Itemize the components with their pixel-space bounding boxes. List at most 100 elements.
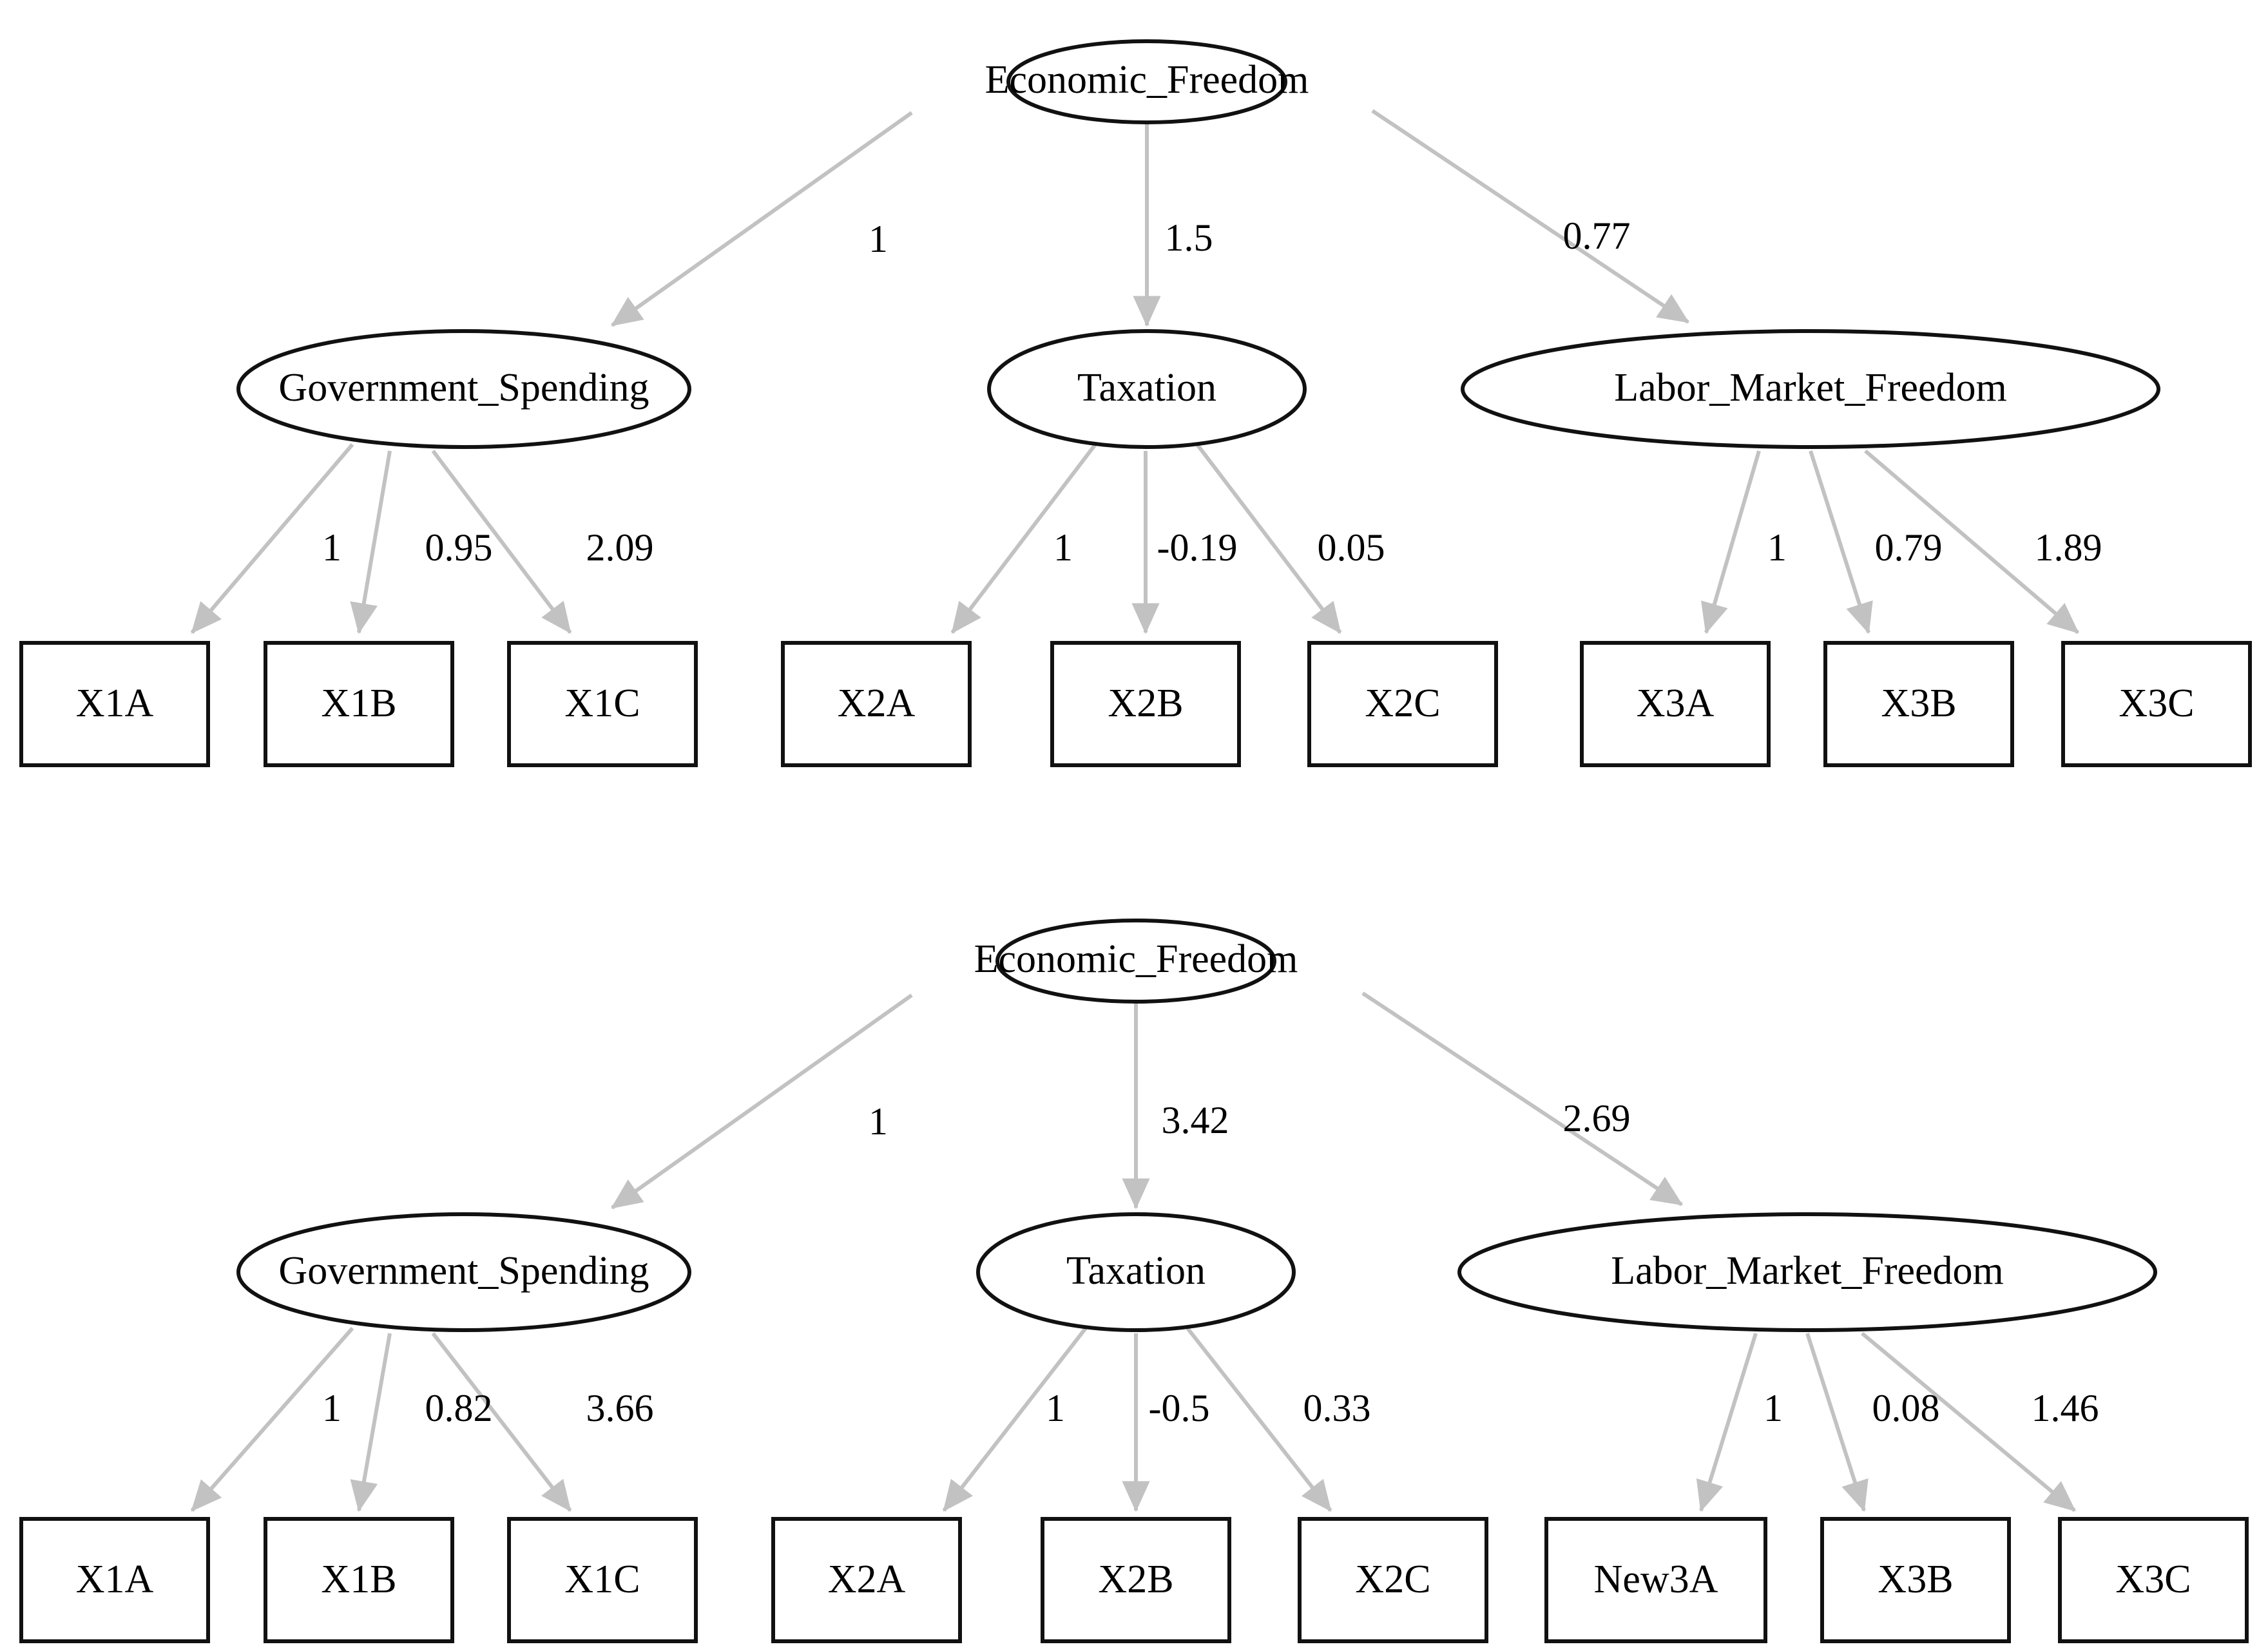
box-label-x2b-bottom: X2B [1098, 1558, 1173, 1601]
loading-label-gs-b-top: 0.95 [425, 526, 493, 569]
loading-edges-tax-bottom [942, 1327, 1332, 1512]
node-label-economic-freedom-bottom: Economic_Freedom [974, 937, 1298, 981]
edge-lmf-x3a-top [1700, 450, 1761, 634]
box-x3c-bottom[interactable] [2058, 1517, 2249, 1643]
loading-label-tax-b-bottom: -0.5 [1149, 1387, 1210, 1429]
node-label-labor-market-freedom-bottom: Labor_Market_Freedom [1611, 1249, 2003, 1293]
loading-label-lmf-b-top: 0.79 [1875, 526, 1943, 569]
box-x3c-top[interactable] [2061, 641, 2252, 767]
edge-tax-x2c-bottom [1186, 1327, 1332, 1512]
box-x2b-bottom[interactable] [1041, 1517, 1231, 1643]
box-x1b-bottom[interactable] [264, 1517, 454, 1643]
box-label-x2c-bottom: X2C [1355, 1558, 1430, 1601]
edge-ef-to-lmf-bottom [1361, 991, 1684, 1206]
box-label-x3c-top: X3C [2119, 682, 2194, 725]
edge-gs-x1b-bottom [350, 1333, 392, 1512]
loading-label-lmf-a-top: 1 [1767, 526, 1787, 569]
box-new3a-bottom[interactable] [1544, 1517, 1767, 1643]
box-label-x2a-bottom: X2A [828, 1558, 906, 1601]
edge-label-ef-lmf-top: 0.77 [1563, 214, 1631, 257]
box-x2c-top[interactable] [1307, 641, 1498, 767]
node-government-spending-top[interactable] [236, 329, 691, 449]
loading-edges-tax-top [950, 443, 1342, 634]
box-x3b-bottom[interactable] [1820, 1517, 2011, 1643]
box-label-x1b-top: X1B [321, 682, 396, 725]
loading-label-lmf-c-top: 1.89 [2035, 526, 2102, 569]
box-label-x3c-bottom: X3C [2115, 1558, 2191, 1601]
box-label-new3a-bottom: New3A [1594, 1558, 1718, 1601]
box-x1a-bottom[interactable] [19, 1517, 210, 1643]
loading-edges-lmf-bottom [1696, 1331, 2076, 1512]
node-taxation-bottom[interactable] [976, 1212, 1296, 1332]
box-x2b-top[interactable] [1050, 641, 1241, 767]
loading-label-tax-c-top: 0.05 [1318, 526, 1385, 569]
edge-lmf-x3b-top [1809, 450, 1873, 634]
box-x3a-top[interactable] [1580, 641, 1771, 767]
box-x1c-bottom[interactable] [507, 1517, 698, 1643]
box-label-x1b-bottom: X1B [321, 1558, 396, 1601]
loading-label-gs-a-bottom: 1 [322, 1387, 341, 1429]
loading-label-tax-a-bottom: 1 [1046, 1387, 1065, 1429]
node-labor-market-freedom-bottom[interactable] [1457, 1212, 2157, 1332]
box-x2a-bottom[interactable] [771, 1517, 962, 1643]
edge-label-ef-gs-top: 1 [869, 218, 888, 260]
node-label-taxation-bottom: Taxation [1066, 1249, 1206, 1293]
loading-label-lmf-a-bottom: 1 [1763, 1387, 1783, 1429]
node-label-government-spending-top: Government_Spending [278, 366, 649, 410]
panel-top: 1 1.5 0.77 1 0.95 2.09 1 -0.19 0.05 1 0.… [19, 39, 2252, 767]
edge-label-ef-gs-bottom: 1 [869, 1100, 888, 1143]
box-x1a-top[interactable] [19, 641, 210, 767]
edge-label-ef-tax-bottom: 3.42 [1162, 1099, 1229, 1141]
edge-gs-x1c-top [431, 450, 572, 634]
node-economic-freedom-top[interactable] [1006, 39, 1287, 124]
edge-tax-x2a-bottom [942, 1327, 1088, 1512]
edge-ef-to-gs-bottom [611, 993, 913, 1210]
loading-label-gs-b-bottom: 0.82 [425, 1387, 493, 1429]
edge-label-ef-lmf-bottom: 2.69 [1563, 1097, 1631, 1139]
edge-gs-x1b-top [350, 450, 392, 634]
node-labor-market-freedom-top[interactable] [1461, 329, 2160, 449]
box-label-x3b-bottom: X3B [1878, 1558, 1953, 1601]
box-x1b-top[interactable] [264, 641, 454, 767]
edge-gs-x1a-top [190, 443, 354, 634]
edge-lmf-x3c-top [1864, 449, 2079, 634]
box-x2a-top[interactable] [781, 641, 972, 767]
panel-bottom: 1 3.42 2.69 1 0.82 3.66 1 -0.5 0.33 1 0.… [19, 919, 2249, 1643]
box-label-x1c-top: X1C [564, 682, 640, 725]
edge-gs-x1a-bottom [190, 1327, 354, 1512]
box-x3b-top[interactable] [1823, 641, 2014, 767]
box-label-x1c-bottom: X1C [564, 1558, 640, 1601]
box-x1c-top[interactable] [507, 641, 698, 767]
box-label-x1a-top: X1A [76, 682, 154, 725]
edge-lmf-x3b-bottom [1805, 1333, 1869, 1512]
edge-ef-to-gs-top [611, 111, 913, 327]
loading-edges-lmf-top [1700, 449, 2079, 634]
edge-tax-x2c-top [1195, 443, 1342, 634]
edge-lmf-x3c-bottom [1861, 1331, 2076, 1512]
loading-label-gs-c-top: 2.09 [586, 526, 654, 569]
edge-label-ef-tax-top: 1.5 [1165, 216, 1213, 259]
loading-edges-gs-top [190, 443, 572, 634]
loading-label-gs-c-bottom: 3.66 [586, 1387, 654, 1429]
structural-edges-bottom [611, 991, 1684, 1210]
loading-label-tax-c-bottom: 0.33 [1303, 1387, 1371, 1429]
loading-label-tax-b-top: -0.19 [1157, 526, 1238, 569]
edge-gs-x1c-bottom [431, 1332, 572, 1512]
loading-edges-gs-bottom [190, 1327, 572, 1512]
box-label-x1a-bottom: X1A [76, 1558, 154, 1601]
box-label-x2a-top: X2A [838, 682, 916, 725]
node-economic-freedom-bottom[interactable] [995, 919, 1276, 1004]
loading-label-gs-a-top: 1 [322, 526, 341, 569]
edge-ef-to-lmf-top [1371, 109, 1689, 324]
loading-label-tax-a-top: 1 [1053, 526, 1073, 569]
node-label-taxation-top: Taxation [1077, 366, 1216, 410]
box-x2c-bottom[interactable] [1298, 1517, 1488, 1643]
node-taxation-top[interactable] [987, 329, 1307, 449]
node-label-government-spending-bottom: Government_Spending [278, 1249, 649, 1293]
node-label-labor-market-freedom-top: Labor_Market_Freedom [1614, 366, 2006, 410]
box-label-x3a-top: X3A [1637, 682, 1715, 725]
node-government-spending-bottom[interactable] [236, 1212, 691, 1332]
box-label-x2b-top: X2B [1108, 682, 1183, 725]
loading-label-lmf-b-bottom: 0.08 [1872, 1387, 1940, 1429]
